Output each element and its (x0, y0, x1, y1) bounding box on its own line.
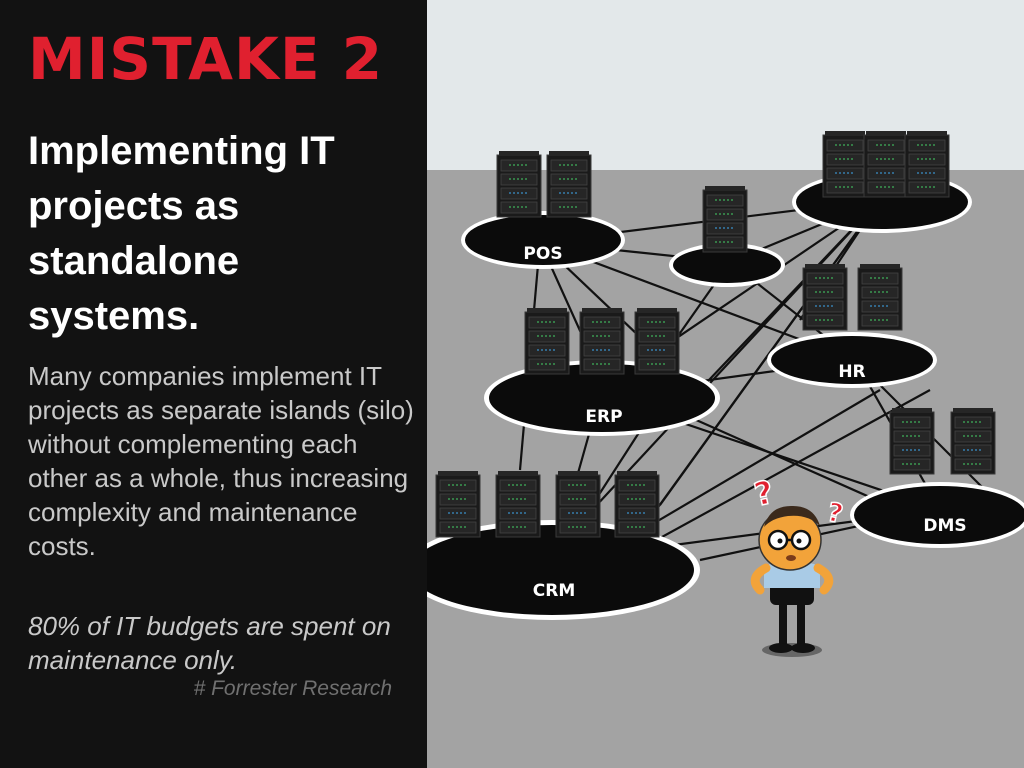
pos-system: POS (461, 150, 625, 269)
silo-systems-illustration: POS HR ERP (427, 0, 1024, 768)
hr-system: HR (767, 263, 937, 388)
dms-system: DMS (850, 407, 1024, 548)
crm-system: CRM (427, 470, 700, 620)
slide-body-text: Many companies implement IT projects as … (28, 361, 414, 561)
crm-label: CRM (533, 581, 575, 601)
pos-label: POS (523, 244, 562, 264)
top-right-system (792, 130, 972, 233)
unlabeled-system (669, 185, 785, 287)
dms-label: DMS (923, 516, 966, 536)
erp-label: ERP (585, 407, 622, 427)
question-mark-right: ? (825, 498, 846, 530)
slide-subtitle: Implementing IT projects as standalone s… (28, 129, 335, 338)
erp-system: ERP (484, 307, 720, 436)
statistic-quote: 80% of IT budgets are spent on maintenan… (28, 611, 391, 675)
confused-man-figure (750, 505, 834, 657)
slide-heading: MISTAKE 2 (28, 25, 384, 93)
hr-label: HR (838, 362, 865, 382)
quote-source: # Forrester Research (193, 677, 392, 700)
illustration-panel: POS HR ERP (427, 0, 1024, 768)
text-panel: MISTAKE 2 Implementing IT projects as st… (0, 0, 427, 768)
